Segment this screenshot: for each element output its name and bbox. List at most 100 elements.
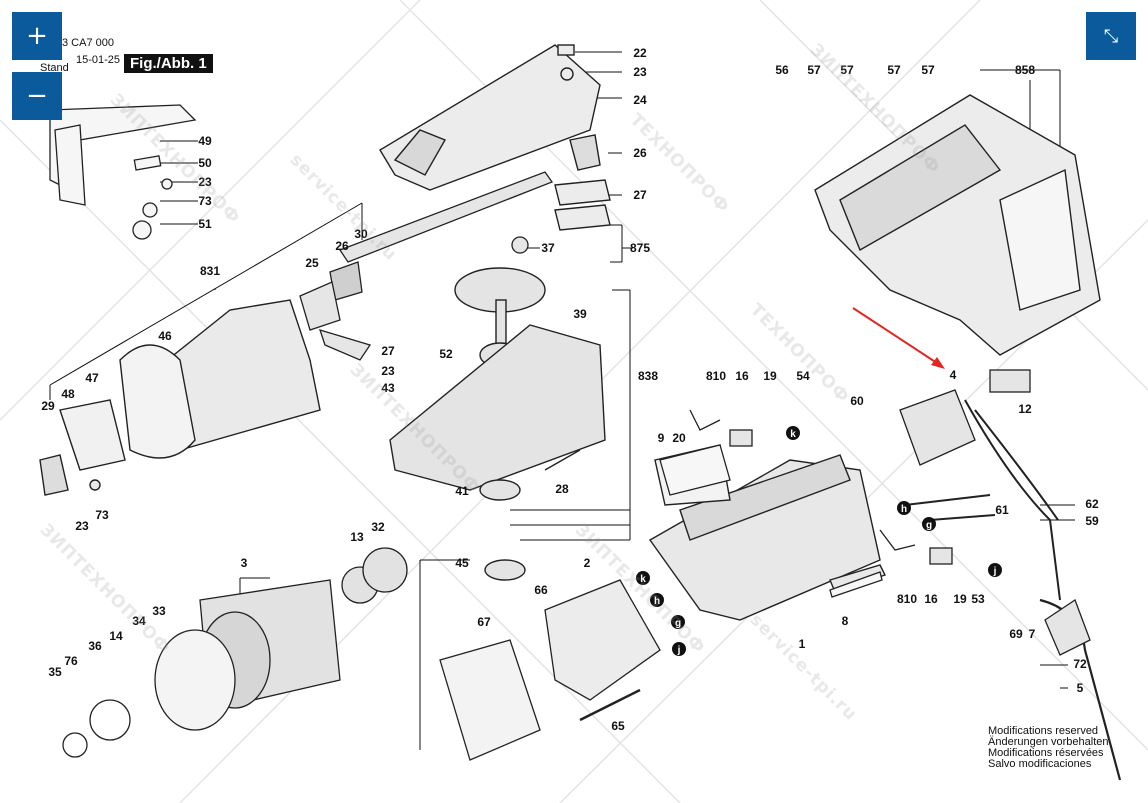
part-callout: 1	[799, 637, 806, 651]
part-callout: 67	[477, 615, 491, 629]
switch-and-cables	[659, 369, 1122, 781]
part-callout: 858	[1015, 63, 1035, 77]
connector-marker: k	[636, 571, 650, 585]
armature	[62, 547, 408, 758]
part-callout: 8	[842, 614, 849, 628]
part-callout: 810	[897, 592, 917, 606]
part-callout: 831	[200, 264, 220, 278]
part-callout: 27	[633, 188, 647, 202]
part-callout: 36	[88, 639, 102, 653]
minus-icon: −	[26, 81, 48, 111]
field-coil	[439, 579, 661, 761]
part-callout: 39	[573, 307, 587, 321]
part-callout: 46	[158, 329, 172, 343]
part-callout: 13	[350, 530, 364, 544]
connector-marker: g	[922, 517, 936, 531]
part-callout: 76	[64, 654, 78, 668]
connector-marker: j	[988, 563, 1002, 577]
part-callout: 47	[85, 371, 99, 385]
rear-handle	[814, 94, 1101, 356]
part-callout: 48	[61, 387, 75, 401]
part-callout: 810	[706, 369, 726, 383]
part-callout: 26	[633, 146, 647, 160]
note-line: Modifications reserved	[988, 725, 1099, 737]
part-callout: 19	[763, 369, 777, 383]
part-callout: 19	[953, 592, 967, 606]
part-callout: 57	[840, 63, 854, 77]
svg-text:k: k	[790, 429, 796, 440]
part-callout: 29	[41, 399, 55, 413]
part-callout: 838	[638, 369, 658, 383]
part-callout: 875	[630, 241, 650, 255]
part-callout: 49	[198, 134, 212, 148]
part-callout: 43	[381, 381, 395, 395]
part-callout: 12	[1018, 402, 1032, 416]
part-callout: 37	[541, 241, 555, 255]
note-line: Änderungen vorbehalten	[988, 736, 1109, 748]
part-callout: 34	[132, 614, 146, 628]
part-callout: 52	[439, 347, 453, 361]
part-callout: 57	[921, 63, 935, 77]
figure-label: Fig./Abb. 1	[124, 54, 213, 73]
part-callout: 9	[658, 431, 665, 445]
connector-marker: k	[786, 426, 800, 440]
part-callout: 20	[672, 431, 686, 445]
gear-cover	[379, 44, 611, 231]
svg-text:h: h	[654, 596, 660, 607]
zoom-out-button[interactable]: −	[12, 72, 62, 120]
part-callout: 30	[354, 227, 368, 241]
zoom-in-button[interactable]: +	[12, 12, 62, 60]
part-callout: 61	[995, 503, 1009, 517]
part-callout: 50	[198, 156, 212, 170]
part-callout: 69	[1009, 627, 1023, 641]
part-callout: 28	[555, 482, 569, 496]
svg-text:h: h	[901, 504, 907, 515]
part-callout: 16	[924, 592, 938, 606]
red-pointer-arrow	[852, 307, 945, 369]
part-callout: 45	[455, 556, 469, 570]
part-callout: 54	[796, 369, 810, 383]
part-callout: 7	[1029, 627, 1036, 641]
part-callout: 56	[775, 63, 789, 77]
blade-clamp-assembly	[49, 104, 197, 240]
part-callout: 2	[584, 556, 591, 570]
front-guard	[39, 299, 321, 496]
part-callout: 4	[950, 368, 957, 382]
part-callout: 23	[633, 65, 647, 79]
part-callout: 5	[1077, 681, 1084, 695]
part-callout: 73	[198, 194, 212, 208]
reference-lines	[49, 51, 1075, 750]
part-number-callouts: 2223242627875374950237351302625831464748…	[41, 46, 1099, 733]
part-callout: 62	[1085, 497, 1099, 511]
part-callout: 14	[109, 629, 123, 643]
note-line: Modifications réservées	[988, 747, 1104, 759]
part-callout: 57	[807, 63, 821, 77]
svg-text:k: k	[640, 574, 646, 585]
part-callout: 60	[850, 394, 864, 408]
connector-marker: h	[650, 593, 664, 607]
gear-housing	[389, 267, 606, 581]
plus-icon: +	[26, 21, 48, 51]
part-callout: 24	[633, 93, 647, 107]
part-callout: 65	[611, 719, 625, 733]
part-callout: 53	[971, 592, 985, 606]
part-callout: 73	[95, 508, 109, 522]
part-callout: 3	[241, 556, 248, 570]
connector-marker: j	[672, 642, 686, 656]
part-callout: 57	[887, 63, 901, 77]
revision-date: 15-01-25	[76, 54, 121, 66]
part-callout: 33	[152, 604, 166, 618]
stand-label: Stand	[40, 62, 69, 74]
svg-text:j: j	[993, 566, 997, 577]
part-callout: 51	[198, 217, 212, 231]
modification-notes: Modifications reserved Änderungen vorbeh…	[988, 726, 1108, 770]
part-callout: 22	[633, 46, 647, 60]
svg-text:g: g	[926, 520, 932, 531]
part-callout: 16	[735, 369, 749, 383]
part-callout: 35	[48, 665, 62, 679]
part-callout: 59	[1085, 514, 1099, 528]
fullscreen-toggle-button[interactable]: ⤡	[1086, 12, 1136, 60]
plunger-rod	[299, 171, 554, 361]
part-callout: 66	[534, 583, 548, 597]
